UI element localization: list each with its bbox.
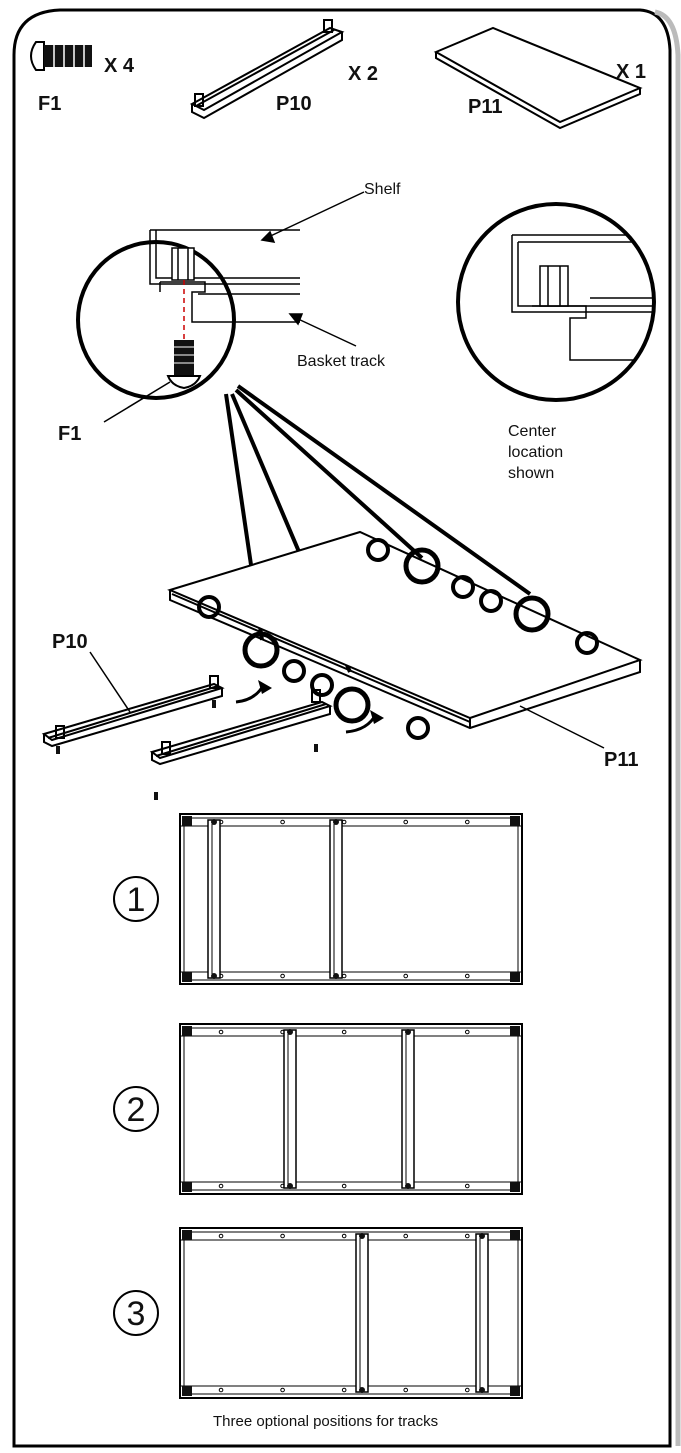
plan-screw — [479, 1233, 485, 1239]
plan-track — [283, 1029, 297, 1189]
position-plan-2: 2 — [113, 1023, 523, 1195]
track-position-plans: 1 2 3 — [113, 813, 523, 1399]
plan-hole — [341, 1029, 347, 1035]
plan-screw — [405, 1029, 411, 1035]
shelf-panel-p11 — [167, 530, 643, 730]
part-p11-qty: X 1 — [616, 61, 646, 83]
track-right-p10 — [149, 689, 333, 766]
plan-hole — [464, 973, 470, 979]
position-number-ring — [113, 1290, 159, 1336]
detail-leader-lines — [103, 191, 365, 423]
plan-screw — [211, 819, 217, 825]
plan-track — [401, 1029, 415, 1189]
part-p10-qty: X 2 — [348, 63, 378, 85]
plan-screw — [287, 1029, 293, 1035]
plan-outline — [179, 1227, 523, 1399]
plan-hole — [218, 1183, 224, 1189]
corner-foot — [182, 1386, 192, 1396]
plan-outline — [179, 1023, 523, 1195]
corner-foot — [182, 1230, 192, 1240]
position-plan-1: 1 — [113, 813, 523, 985]
corner-foot — [182, 816, 192, 826]
fastener-callout: F1 — [58, 423, 81, 445]
corner-foot — [510, 1026, 520, 1036]
position-plan-3: 3 — [113, 1227, 523, 1399]
position-number-3: 3 — [127, 1295, 146, 1333]
plan-track — [207, 819, 221, 979]
assembly-leaders — [89, 651, 605, 749]
screw-markers — [56, 700, 318, 800]
plan-hole — [280, 1387, 285, 1393]
part-f1-qty: X 4 — [104, 55, 135, 77]
plan-screw — [405, 1183, 411, 1189]
corner-foot — [510, 816, 520, 826]
plan-hole — [464, 1387, 470, 1393]
hole-markers — [197, 538, 599, 740]
center-location-note: Center location shown — [508, 423, 568, 482]
plan-screw — [479, 1387, 485, 1393]
plan-hole — [464, 819, 470, 825]
detail-magnifier-left — [76, 229, 300, 400]
plan-hole — [403, 1233, 409, 1239]
part-f1-label: F1 — [38, 93, 61, 115]
part-f1-screw-icon — [30, 41, 92, 71]
plan-hole — [341, 1233, 347, 1239]
plan-inner-rim — [183, 1027, 519, 1191]
position-number-ring — [113, 876, 159, 922]
plan-hole — [218, 1233, 224, 1239]
plan-screw — [359, 1233, 365, 1239]
plan-screw — [333, 819, 339, 825]
plan-inner-rim — [183, 817, 519, 981]
plan-hole — [341, 1387, 347, 1393]
plan-hole — [280, 973, 285, 979]
plan-hole — [341, 1183, 347, 1189]
part-p11-shelf-icon — [433, 26, 643, 130]
plan-screw — [287, 1183, 293, 1189]
plan-hole — [280, 819, 285, 825]
plan-screw — [333, 973, 339, 979]
rotation-arrowheads — [258, 680, 384, 724]
plan-hole — [464, 1029, 470, 1035]
plan-outline — [179, 813, 523, 985]
detail-magnifier-right — [456, 202, 656, 402]
position-number-ring — [113, 1086, 159, 1132]
plan-hole — [403, 973, 409, 979]
position-number-1: 1 — [127, 881, 146, 919]
basket-track-callout: Basket track — [297, 353, 386, 370]
plan-inner-rim — [183, 1231, 519, 1395]
plan-screw — [211, 973, 217, 979]
part-p11-label: P11 — [468, 96, 502, 118]
plan-hole — [218, 1387, 224, 1393]
corner-foot — [510, 1230, 520, 1240]
plan-hole — [464, 1183, 470, 1189]
corner-foot — [182, 972, 192, 982]
plan-track — [355, 1233, 369, 1393]
position-number-2: 2 — [127, 1091, 146, 1129]
plan-hole — [280, 1233, 285, 1239]
corner-foot — [510, 1386, 520, 1396]
panel-callout: P11 — [604, 749, 638, 771]
corner-foot — [182, 1182, 192, 1192]
plan-hole — [403, 1387, 409, 1393]
positions-caption: Three optional positions for tracks — [213, 1413, 438, 1430]
track-callout: P10 — [52, 631, 88, 653]
plan-track — [475, 1233, 489, 1393]
part-p10-track-icon — [189, 19, 345, 120]
track-left-p10 — [41, 675, 225, 748]
sheet-frame — [12, 8, 681, 1448]
plan-hole — [403, 819, 409, 825]
plan-track — [329, 819, 343, 979]
plan-hole — [464, 1233, 470, 1239]
part-p10-label: P10 — [276, 93, 312, 115]
shelf-callout: Shelf — [364, 181, 401, 198]
corner-foot — [510, 972, 520, 982]
plan-hole — [218, 1029, 224, 1035]
plan-screw — [359, 1387, 365, 1393]
corner-foot — [510, 1182, 520, 1192]
corner-foot — [182, 1026, 192, 1036]
